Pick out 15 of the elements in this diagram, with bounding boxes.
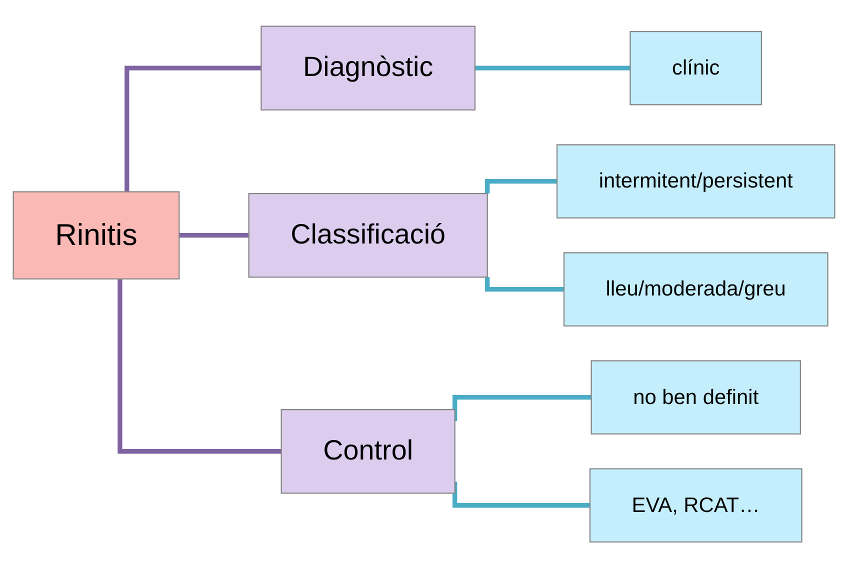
node-box: Diagnòstic — [260, 26, 476, 110]
connector — [452, 482, 590, 508]
connector — [452, 394, 592, 421]
node-box: lleu/moderada/greu — [563, 252, 828, 326]
connector — [485, 277, 564, 292]
node-box: Rinitis — [12, 191, 180, 280]
connector — [485, 178, 558, 194]
node-box: Classificació — [248, 192, 488, 278]
node-box: Control — [280, 408, 456, 494]
node-box: EVA, RCAT… — [589, 468, 802, 542]
node-box: no ben definit — [590, 360, 802, 434]
node-box: intermitent/persistent — [556, 144, 836, 218]
node-box: clínic — [630, 30, 762, 106]
connector — [118, 278, 282, 454]
connector — [124, 66, 262, 192]
